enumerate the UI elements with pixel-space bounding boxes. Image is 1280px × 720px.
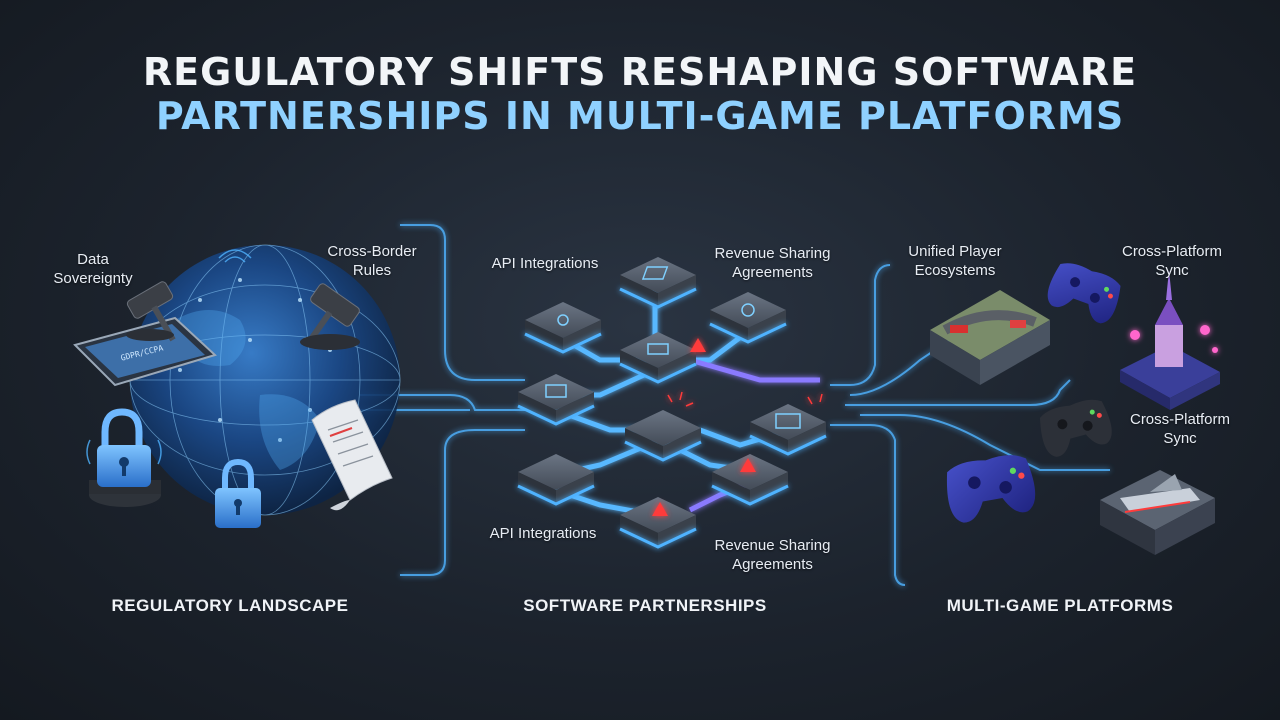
signal-icon [218,249,252,263]
section-regulatory-landscape: REGULATORY LANDSCAPE [111,596,349,615]
connector-line [360,394,525,411]
connector-line [400,429,525,576]
connector-line [830,424,906,586]
signal-icon [86,439,162,465]
connector-lines [340,224,1110,586]
network-node [619,497,697,549]
network-node [749,404,827,456]
connector-line [400,224,525,381]
fantasy-game-tile [1120,270,1220,410]
network-node [709,292,787,344]
connector-line [830,264,891,386]
label-data-sovereignty: Data Sovereignty [53,251,133,287]
section-multi-game-platforms: MULTI-GAME PLATFORMS [946,596,1174,615]
game-controller-icon [946,455,1036,523]
connector-line [845,379,1071,406]
gavel-base [300,334,360,350]
space-game-tile [1100,470,1215,555]
gavel-base [126,329,174,341]
network-node [624,410,702,462]
document-icon [311,399,393,511]
connector-line [849,339,951,396]
warning-icon [652,502,668,516]
label-cross-platform-sync-mid: Cross-Platform Sync [1129,411,1230,447]
title-line-2: PARTNERSHIPS IN MULTI-GAME PLATFORMS [155,94,1125,138]
lock-icon [215,458,261,528]
game-controller-icon [1039,399,1112,457]
game-controller-icon [1047,263,1121,324]
network-nodes [517,257,827,549]
lock-icon [89,408,161,507]
label-api-integrations-top: API Integrations [491,255,599,272]
connector-line [860,414,1110,471]
label-revenue-sharing-top: Revenue Sharing Agreements [714,245,831,281]
warning-icons [652,338,823,516]
label-revenue-sharing-bottom: Revenue Sharing Agreements [714,537,831,573]
network-link [689,357,820,383]
label-unified-player-ecosystems: Unified Player Ecosystems [908,243,1002,279]
network-node [517,454,595,506]
label-api-integrations-bottom: API Integrations [489,525,597,542]
racing-game-tile [930,290,1050,385]
section-software-partnerships: SOFTWARE PARTNERSHIPS [523,596,767,615]
warning-icon [690,338,706,352]
network-node [619,332,697,384]
warning-icon [740,458,756,472]
network-node [524,302,602,354]
alert-spark-icon [667,391,823,407]
title-line-1: REGULATORY SHIFTS RESHAPING SOFTWARE [142,50,1138,94]
network-node [517,374,595,426]
label-cross-platform-sync-top: Cross-Platform Sync [1121,243,1222,279]
label-cross-border-rules: Cross-Border Rules [327,243,417,279]
network-node [619,257,697,309]
